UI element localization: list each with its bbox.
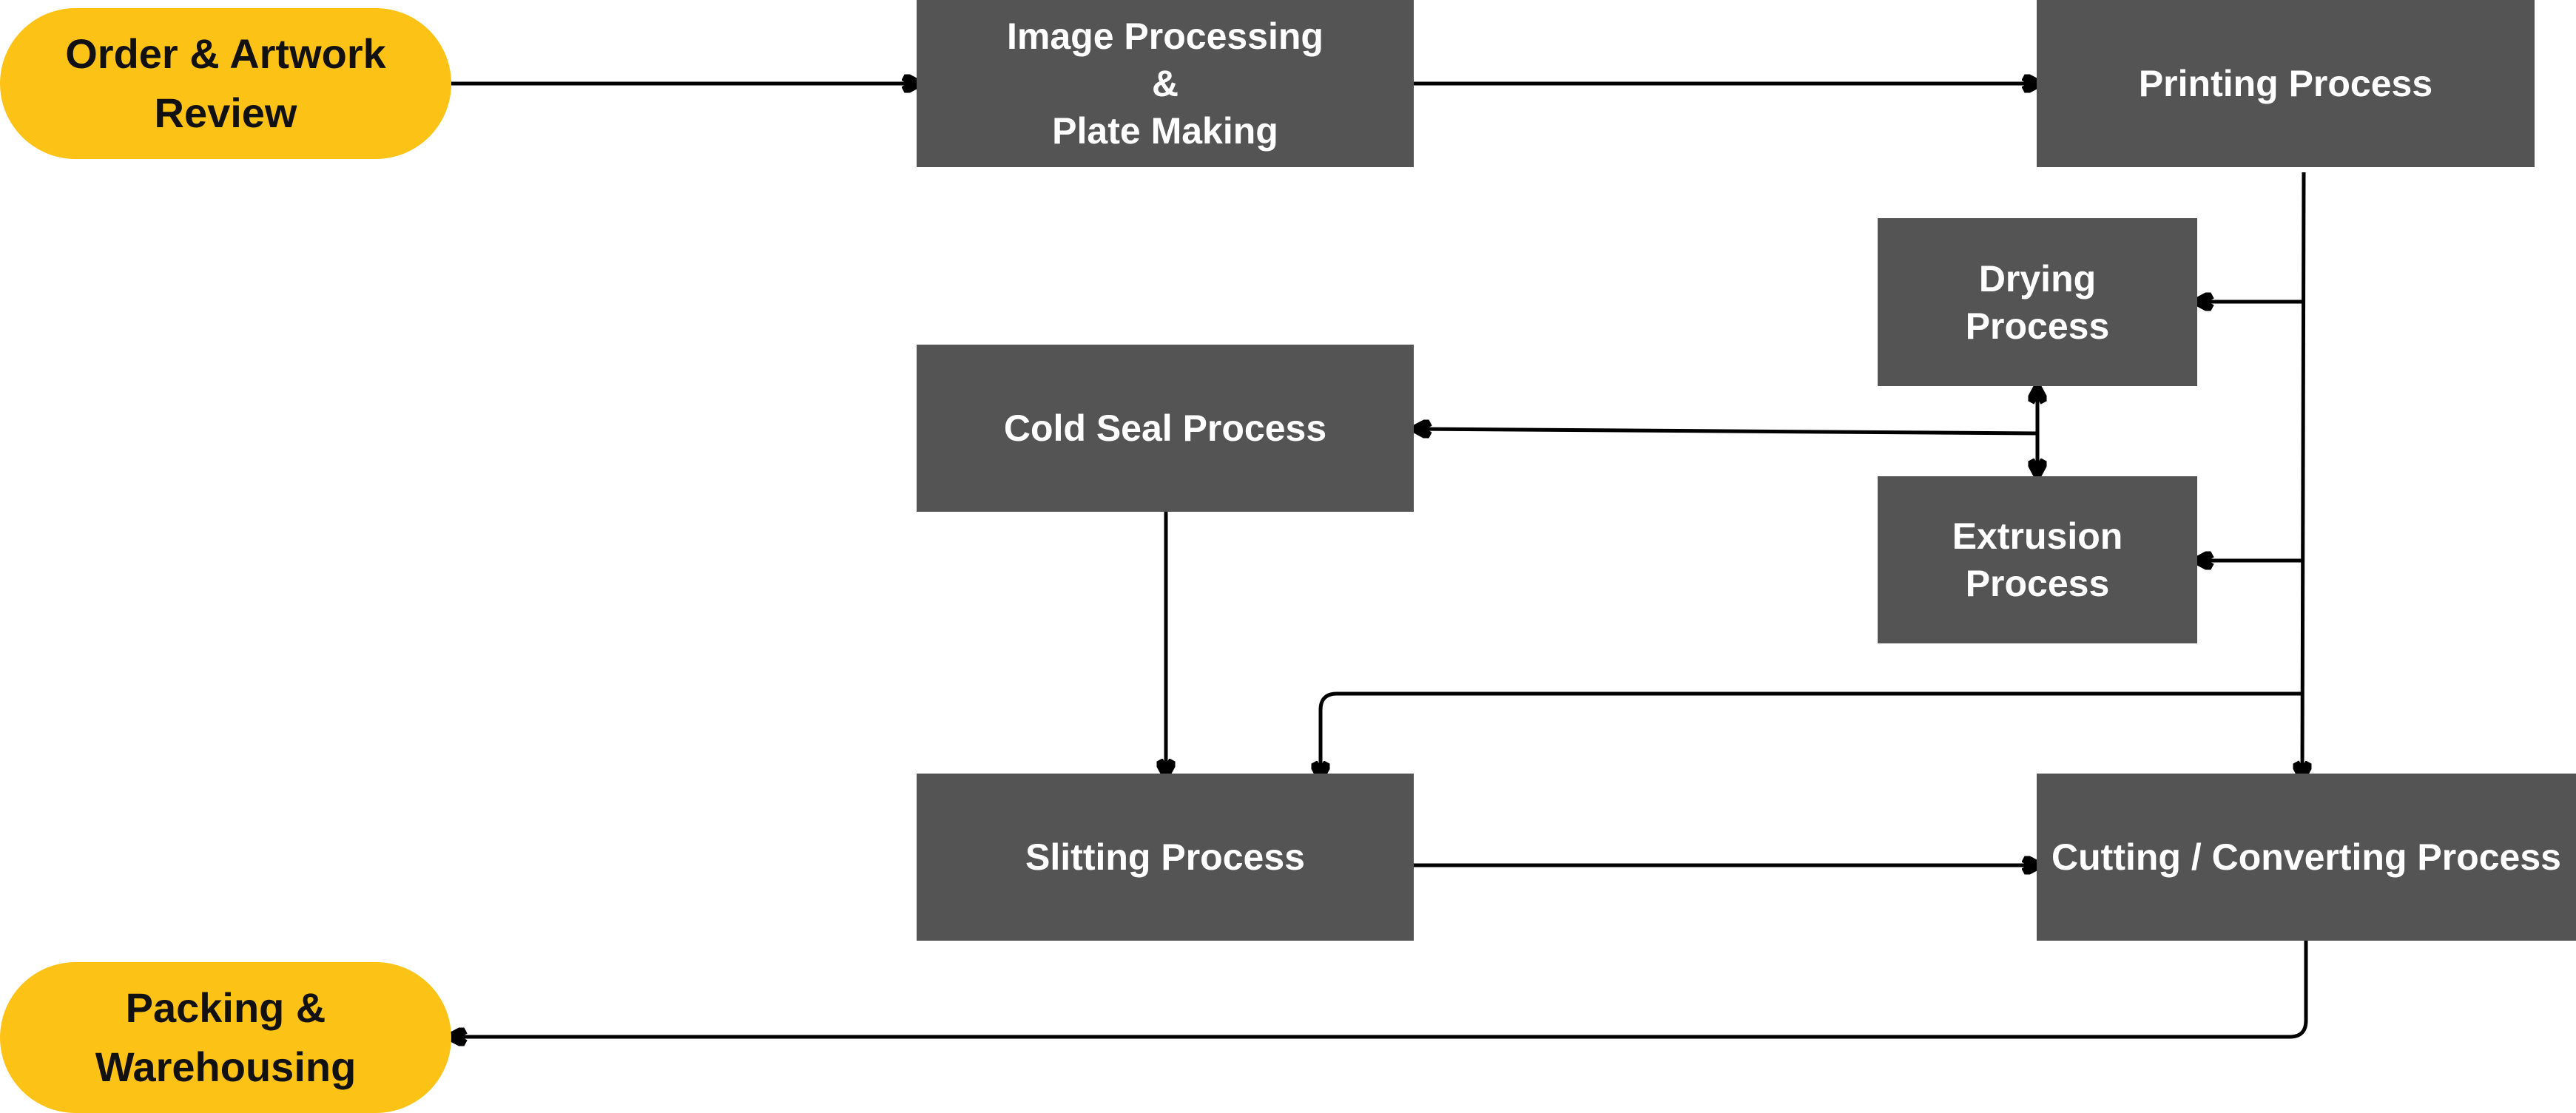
node-label: Packing & Warehousing xyxy=(95,984,357,1090)
node-cutting-converting-process: Cutting / Converting Process xyxy=(2037,774,2576,941)
node-drying-process: Drying Process xyxy=(1878,218,2197,386)
node-extrusion-process: Extrusion Process xyxy=(1878,476,2197,643)
edge-printing-to-slitting xyxy=(1321,691,2302,777)
node-packing-warehousing: Packing & Warehousing xyxy=(0,962,451,1113)
node-label: Cold Seal Process xyxy=(1003,407,1327,449)
edge-printing-trunk-to-cutting xyxy=(2302,172,2304,777)
edge-cutting-to-packing xyxy=(451,941,2308,1037)
node-label: Extrusion Process xyxy=(1952,515,2123,604)
node-label: Printing Process xyxy=(2138,63,2433,104)
node-label: Image Processing & Plate Making xyxy=(1007,16,1324,152)
node-order-artwork-review: Order & Artwork Review xyxy=(0,8,451,159)
node-label: Order & Artwork Review xyxy=(65,30,386,136)
edge-drying-to-cold-seal xyxy=(1416,429,2038,433)
node-label: Cutting / Converting Process xyxy=(2051,836,2561,878)
node-slitting-process: Slitting Process xyxy=(917,774,1414,941)
node-cold-seal-process: Cold Seal Process xyxy=(917,345,1414,512)
node-label: Drying Process xyxy=(1965,257,2110,347)
node-image-processing: Image Processing & Plate Making xyxy=(917,0,1414,167)
node-label: Slitting Process xyxy=(1025,836,1305,878)
node-printing-process: Printing Process xyxy=(2037,0,2535,167)
